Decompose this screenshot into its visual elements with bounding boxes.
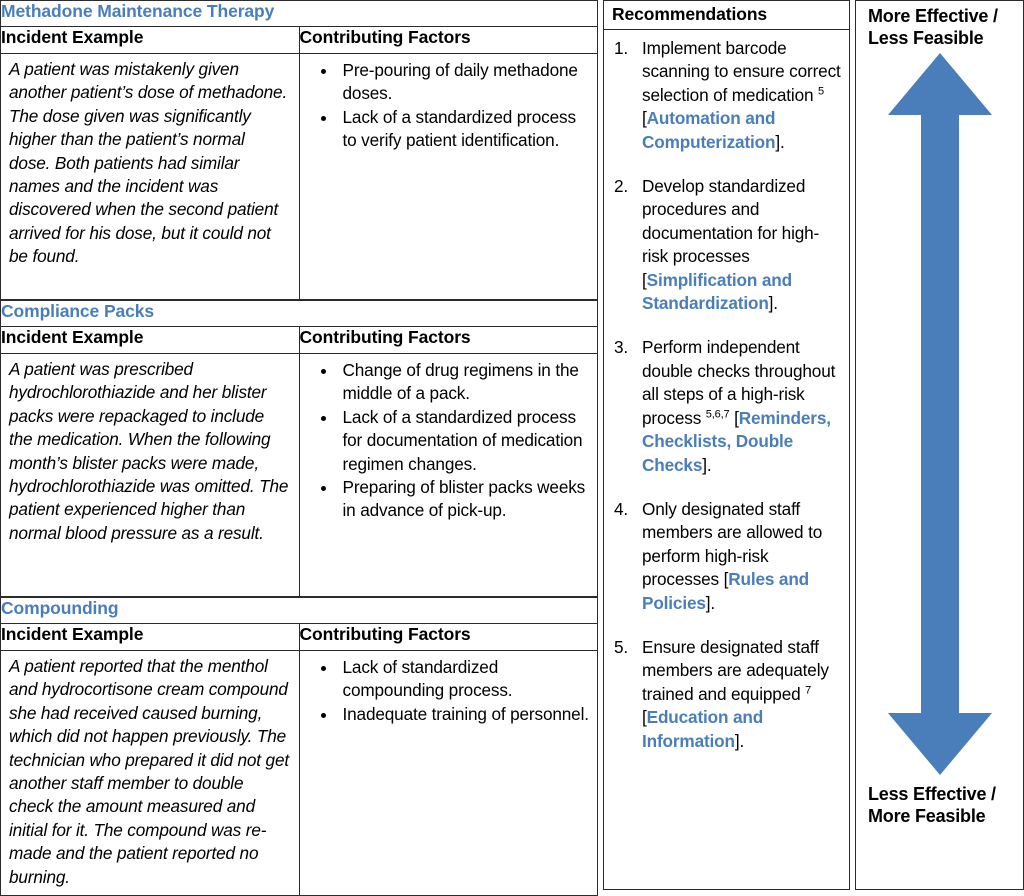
effectiveness-bottom-label-line2: More Feasible xyxy=(868,806,986,826)
recommendations-heading: Recommendations xyxy=(604,1,849,30)
recommendation-body: Ensure designated staff members are adeq… xyxy=(642,636,829,704)
incident-section-methadone-maintenance-therapy: Methadone Maintenance Therapy Incident E… xyxy=(0,0,598,300)
list-item: Lack of a standardized process for docum… xyxy=(338,406,592,476)
list-item: 4. Only designated staff members are all… xyxy=(608,498,845,615)
contributing-factors-cell: Pre-pouring of daily methadone doses. La… xyxy=(298,53,598,300)
incident-section-compounding: Compounding Incident Example Contributin… xyxy=(0,597,598,896)
column-header-contributing-factors: Contributing Factors xyxy=(298,26,598,54)
recommendation-keyword: Education and Information xyxy=(642,707,764,751)
recommendation-number: 3. xyxy=(614,337,629,358)
section-title: Compliance Packs xyxy=(1,301,155,321)
section-title: Methadone Maintenance Therapy xyxy=(1,1,275,21)
effectiveness-bottom-label-line1: Less Effective / xyxy=(868,784,996,804)
recommendation-number: 2. xyxy=(614,176,629,197)
contributing-factors-list: Change of drug regimens in the middle of… xyxy=(300,354,598,529)
effectiveness-top-label-line1: More Effective / xyxy=(868,6,998,26)
section-title-row: Compounding xyxy=(0,597,598,624)
section-title: Compounding xyxy=(1,598,119,618)
recommendation-keyword: Reminders, Checklists, Double Checks xyxy=(642,407,831,475)
list-item: Preparing of blister packs weeks in adva… xyxy=(338,476,592,523)
recommendation-body: Only designated staff members are allowe… xyxy=(642,498,823,590)
bracket-open: [ xyxy=(642,269,647,290)
recommendation-text: Only designated staff members are allowe… xyxy=(642,498,845,615)
recommendation-number: 1. xyxy=(614,38,629,58)
effectiveness-scale-column: More Effective / Less Feasible Less Effe… xyxy=(855,0,1024,890)
recommendation-body: Perform independent double checks throug… xyxy=(642,337,836,428)
contributing-factors-list: Pre-pouring of daily methadone doses. La… xyxy=(300,54,598,159)
incident-sections-column: Methadone Maintenance Therapy Incident E… xyxy=(0,0,598,890)
bracket-open: [ xyxy=(729,407,739,428)
recommendations-body: 1. Implement barcode scanning to ensure … xyxy=(604,30,849,889)
recommendation-number: 5. xyxy=(614,636,629,657)
bracket-open: [ xyxy=(642,108,647,129)
contributing-factors-cell: Change of drug regimens in the middle of… xyxy=(298,353,598,597)
recommendation-text: Implement barcode scanning to ensure cor… xyxy=(642,37,845,154)
list-item: Lack of a standardized process to verify… xyxy=(338,106,592,153)
list-item: Pre-pouring of daily methadone doses. xyxy=(338,59,592,106)
bracket-close: ]. xyxy=(775,131,785,152)
incident-example-cell: A patient was mistakenly given another p… xyxy=(0,53,300,300)
column-header-contributing-factors: Contributing Factors xyxy=(298,326,598,354)
incident-example-text: A patient reported that the menthol and … xyxy=(9,656,289,887)
list-item: 2. Develop standardized procedures and d… xyxy=(608,175,845,315)
recommendation-keyword: Automation and Computerization xyxy=(642,108,776,152)
column-header-contributing-factors: Contributing Factors xyxy=(298,623,598,651)
effectiveness-bottom-label: Less Effective / More Feasible xyxy=(856,779,1023,827)
bracket-open: [ xyxy=(642,707,647,728)
section-title-cell: Methadone Maintenance Therapy xyxy=(0,0,598,27)
column-header-row: Incident Example Contributing Factors xyxy=(0,623,598,651)
effectiveness-top-label-line2: Less Feasible xyxy=(868,28,984,48)
section-content-row: A patient was prescribed hydrochlorothia… xyxy=(0,353,598,597)
section-content-row: A patient reported that the menthol and … xyxy=(0,649,598,896)
list-item: 3. Perform independent double checks thr… xyxy=(608,336,845,476)
bracket-close: ]. xyxy=(734,730,745,751)
recommendation-keyword: Rules and Policies xyxy=(642,569,810,613)
section-title-cell: Compounding xyxy=(0,597,598,624)
incident-example-text: A patient was mistakenly given another p… xyxy=(9,59,288,267)
contributing-factors-list: Lack of standardized compounding process… xyxy=(300,651,598,732)
recommendation-number: 4. xyxy=(614,498,629,519)
reference-superscript: 7 xyxy=(805,684,812,697)
recommendation-text: Perform independent double checks throug… xyxy=(642,336,845,476)
recommendation-body: Implement barcode scanning to ensure cor… xyxy=(642,38,841,105)
column-header-incident-example: Incident Example xyxy=(0,326,300,354)
section-title-row: Compliance Packs xyxy=(0,300,598,327)
recommendation-keyword: Simplification and Standardization xyxy=(642,269,792,314)
bracket-close: ]. xyxy=(768,293,778,314)
column-header-row: Incident Example Contributing Factors xyxy=(0,326,598,354)
effectiveness-top-label: More Effective / Less Feasible xyxy=(856,1,1023,49)
incident-section-compliance-packs: Compliance Packs Incident Example Contri… xyxy=(0,300,598,597)
reference-superscript: 5,6,7 xyxy=(705,407,730,420)
list-item: 1. Implement barcode scanning to ensure … xyxy=(608,37,845,154)
incident-example-cell: A patient reported that the menthol and … xyxy=(0,649,300,896)
section-content-row: A patient was mistakenly given another p… xyxy=(0,53,598,300)
list-item: 5. Ensure designated staff members are a… xyxy=(608,636,845,753)
recommendations-list: 1. Implement barcode scanning to ensure … xyxy=(608,37,845,753)
incident-example-cell: A patient was prescribed hydrochlorothia… xyxy=(0,353,300,597)
recommendation-body: Develop standardized procedures and docu… xyxy=(642,176,820,267)
column-header-row: Incident Example Contributing Factors xyxy=(0,26,598,54)
section-title-row: Methadone Maintenance Therapy xyxy=(0,0,598,27)
arrow-shape xyxy=(887,53,992,775)
column-header-incident-example: Incident Example xyxy=(0,623,300,651)
column-header-incident-example: Incident Example xyxy=(0,26,300,54)
list-item: Lack of standardized compounding process… xyxy=(338,656,592,703)
list-item: Inadequate training of personnel. xyxy=(338,703,592,726)
list-item: Change of drug regimens in the middle of… xyxy=(338,359,592,406)
double-headed-vertical-arrow-icon xyxy=(887,53,992,775)
contributing-factors-cell: Lack of standardized compounding process… xyxy=(298,649,598,896)
bracket-open: [ xyxy=(723,569,729,590)
bracket-close: ]. xyxy=(705,592,716,613)
reference-superscript: 5 xyxy=(818,85,824,98)
bracket-close: ]. xyxy=(702,454,712,475)
recommendation-text: Develop standardized procedures and docu… xyxy=(642,175,845,315)
incident-example-text: A patient was prescribed hydrochlorothia… xyxy=(9,359,289,543)
section-title-cell: Compliance Packs xyxy=(0,300,598,327)
recommendations-column: Recommendations 1. Implement barcode sca… xyxy=(603,0,850,890)
recommendation-text: Ensure designated staff members are adeq… xyxy=(642,636,845,753)
